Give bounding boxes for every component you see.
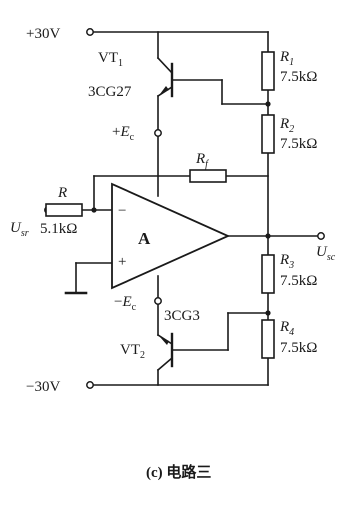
resistor-r3 — [261, 254, 275, 294]
label-pos-ec: +Ec — [112, 124, 135, 143]
label-inverting-input: − — [118, 203, 126, 219]
junction-r1-r2 — [265, 101, 271, 107]
resistor-r-in — [45, 203, 83, 217]
label-neg-30v: −30V — [26, 379, 60, 395]
label-r-in-value: 5.1kΩ — [40, 221, 77, 237]
label-r3-value: 7.5kΩ — [280, 273, 317, 289]
label-r-in: R — [57, 185, 67, 201]
resistor-r2 — [261, 114, 275, 154]
figure-caption: (c) 电路三 — [146, 463, 211, 481]
vt2-emitter-arrow — [160, 337, 169, 345]
label-vt2: VT2 — [120, 342, 145, 361]
terminal-pos-ec — [154, 129, 162, 137]
label-r1-value: 7.5kΩ — [280, 69, 317, 85]
junction-output — [265, 233, 271, 239]
transistor-vt1 — [156, 56, 174, 98]
label-r3: R3 — [279, 252, 294, 271]
transistor-vt2 — [156, 332, 174, 372]
opamp-symbol — [111, 182, 231, 290]
label-r2: R2 — [279, 116, 294, 135]
label-rf: Rf — [195, 151, 209, 170]
label-vt2-model: 3CG3 — [164, 308, 200, 324]
terminal-output — [317, 232, 325, 240]
label-opamp: A — [138, 229, 151, 248]
vt1-emitter-arrow — [160, 86, 169, 94]
resistor-r1 — [261, 51, 275, 91]
label-r1: R1 — [279, 49, 294, 68]
label-vt1-model: 3CG27 — [88, 84, 132, 100]
resistor-rf — [189, 169, 227, 183]
label-r4-value: 7.5kΩ — [280, 340, 317, 356]
label-input-signal: Usr — [10, 220, 29, 239]
label-neg-ec: −Ec — [114, 294, 137, 313]
terminal-neg-ec — [154, 297, 162, 305]
junction-r3-r4 — [265, 310, 271, 316]
label-r4: R4 — [279, 319, 294, 338]
junction-input — [91, 207, 97, 213]
terminal-pos-30v — [86, 28, 94, 36]
terminal-neg-30v — [86, 381, 94, 389]
label-output-signal: Usc — [316, 244, 336, 263]
label-noninverting-input: + — [118, 254, 126, 270]
wires — [51, 31, 318, 386]
label-pos-30v: +30V — [26, 26, 60, 42]
resistor-r4 — [261, 319, 275, 359]
label-vt1: VT1 — [98, 50, 123, 69]
label-r2-value: 7.5kΩ — [280, 136, 317, 152]
